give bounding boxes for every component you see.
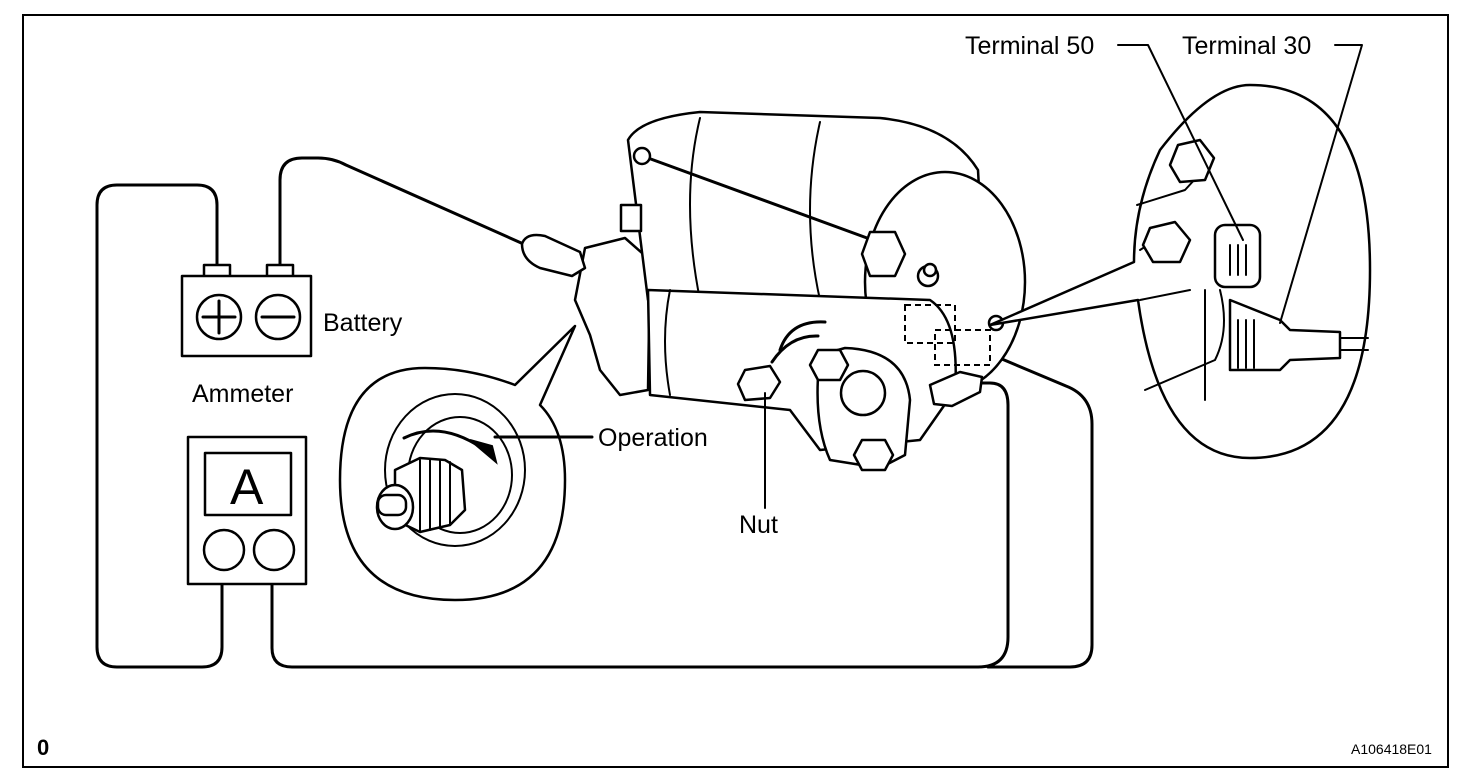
ammeter-symbol: A: [230, 459, 264, 515]
nut-fitting: [736, 364, 782, 402]
terminal-callout-bubble: [988, 83, 1372, 460]
diagram-frame: [22, 14, 1449, 768]
through-bolt: [646, 156, 880, 244]
terminal-30-leader: [1279, 44, 1363, 324]
battery-plus-icon: [195, 293, 243, 341]
operation-label: Operation: [598, 424, 708, 452]
terminal-clip: [928, 370, 984, 408]
battery-label: Battery: [323, 309, 403, 337]
rotation-arrow-icon: [402, 429, 498, 465]
terminal-50-leader: [1117, 44, 1244, 241]
detail-bolt-lower: [1141, 220, 1192, 264]
drive-housing: [573, 236, 652, 397]
ammeter-terminal-right: [252, 528, 296, 572]
wire-ammeter-to-terminal: [270, 381, 1010, 669]
starter-motor: [520, 110, 1027, 472]
ammeter-label: Ammeter: [192, 380, 294, 408]
nut-label: Nut: [739, 511, 778, 539]
battery: [180, 263, 313, 358]
terminal-detail: [988, 44, 1372, 460]
pinion-shaft: [376, 493, 408, 517]
wire-battery-to-starter: [278, 156, 530, 268]
pinion-detail: [338, 324, 594, 602]
hidden-terminal-50: [904, 304, 956, 344]
detail-bolt-upper: [1168, 138, 1216, 184]
bolt-head: [860, 230, 907, 278]
corner-mark: 0: [37, 735, 50, 760]
mounting-ear: [619, 203, 643, 233]
solenoid-cap: [839, 369, 887, 417]
battery-minus-icon: [254, 293, 302, 341]
terminal-30-bolt: [1228, 298, 1342, 372]
terminal-30-label: Terminal 30: [1182, 32, 1312, 60]
pinion-callout-bubble: [338, 324, 577, 602]
ammeter-display: [203, 451, 293, 517]
battery-clamp: [520, 233, 587, 278]
wires: [95, 156, 1094, 669]
wire-battery-to-ammeter: [95, 183, 224, 669]
ammeter-terminal-left: [202, 528, 246, 572]
ammeter: [186, 435, 308, 586]
hidden-terminal-30: [934, 329, 991, 366]
terminal-50-label: Terminal 50: [965, 32, 1095, 60]
wire-to-terminal-30: [986, 352, 1094, 669]
figure-code: A106418E01: [1351, 741, 1432, 757]
